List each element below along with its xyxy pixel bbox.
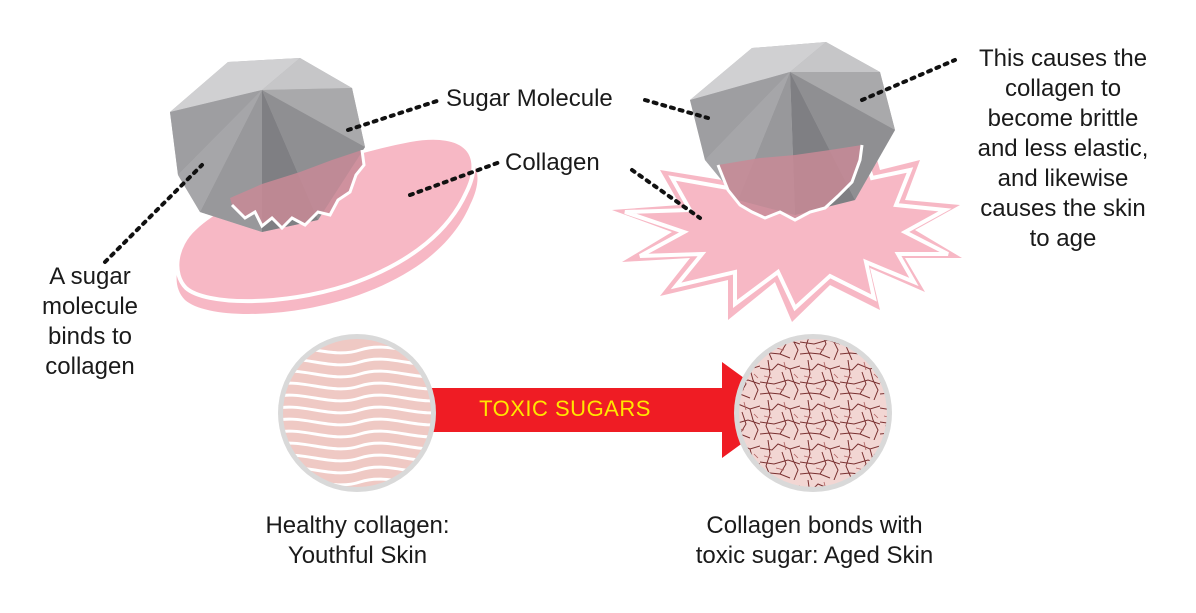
label-healthy-line: Healthy collagen:: [265, 512, 450, 539]
leader-lines: [103, 58, 957, 264]
label-causes: This causes the collagen to become britt…: [958, 44, 1168, 254]
leader-collagen-left: [408, 160, 502, 197]
sugar-molecule-left: [170, 58, 366, 232]
sugar-molecule-right: [690, 42, 895, 222]
leader-sugar-right: [643, 98, 710, 120]
label-aged: Collagen bonds with toxic sugar: Aged Sk…: [672, 511, 957, 571]
arrow-label: TOXIC SUGARS: [479, 396, 651, 421]
label-healthy-line: Youthful Skin: [287, 542, 428, 569]
label-causes-line: and less elastic,: [977, 135, 1149, 162]
label-binds-line: collagen: [45, 353, 135, 380]
label-causes-line: collagen to: [1004, 75, 1122, 102]
label-causes-line: causes the skin: [980, 195, 1146, 222]
label-binds-line: molecule: [41, 293, 139, 320]
label-sugar-molecule: Sugar Molecule: [446, 85, 613, 112]
toxic-sugars-arrow: [398, 362, 788, 458]
aged-skin-circle: [734, 334, 892, 492]
label-causes-line: become brittle: [987, 105, 1139, 132]
label-causes-line: This causes the: [978, 45, 1148, 72]
collagen-blob-left: [175, 135, 478, 314]
label-collagen: Collagen: [505, 149, 600, 176]
label-binds-line: A sugar: [49, 263, 131, 290]
leader-collagen-right: [630, 168, 702, 220]
label-causes-line: to age: [1029, 225, 1097, 252]
label-aged-line: toxic sugar: Aged Skin: [695, 542, 934, 569]
label-binds-line: binds to: [47, 323, 133, 350]
label-healthy: Healthy collagen: Youthful Skin: [225, 511, 490, 571]
leader-causes: [860, 58, 957, 102]
label-binds: A sugar molecule binds to collagen: [20, 262, 160, 382]
label-causes-line: and likewise: [997, 165, 1129, 192]
healthy-collagen-circle: [278, 334, 436, 492]
leader-sugar-left: [346, 98, 442, 132]
collagen-starburst-right: [612, 135, 962, 322]
label-aged-line: Collagen bonds with: [706, 512, 923, 539]
leader-binds: [103, 163, 204, 264]
